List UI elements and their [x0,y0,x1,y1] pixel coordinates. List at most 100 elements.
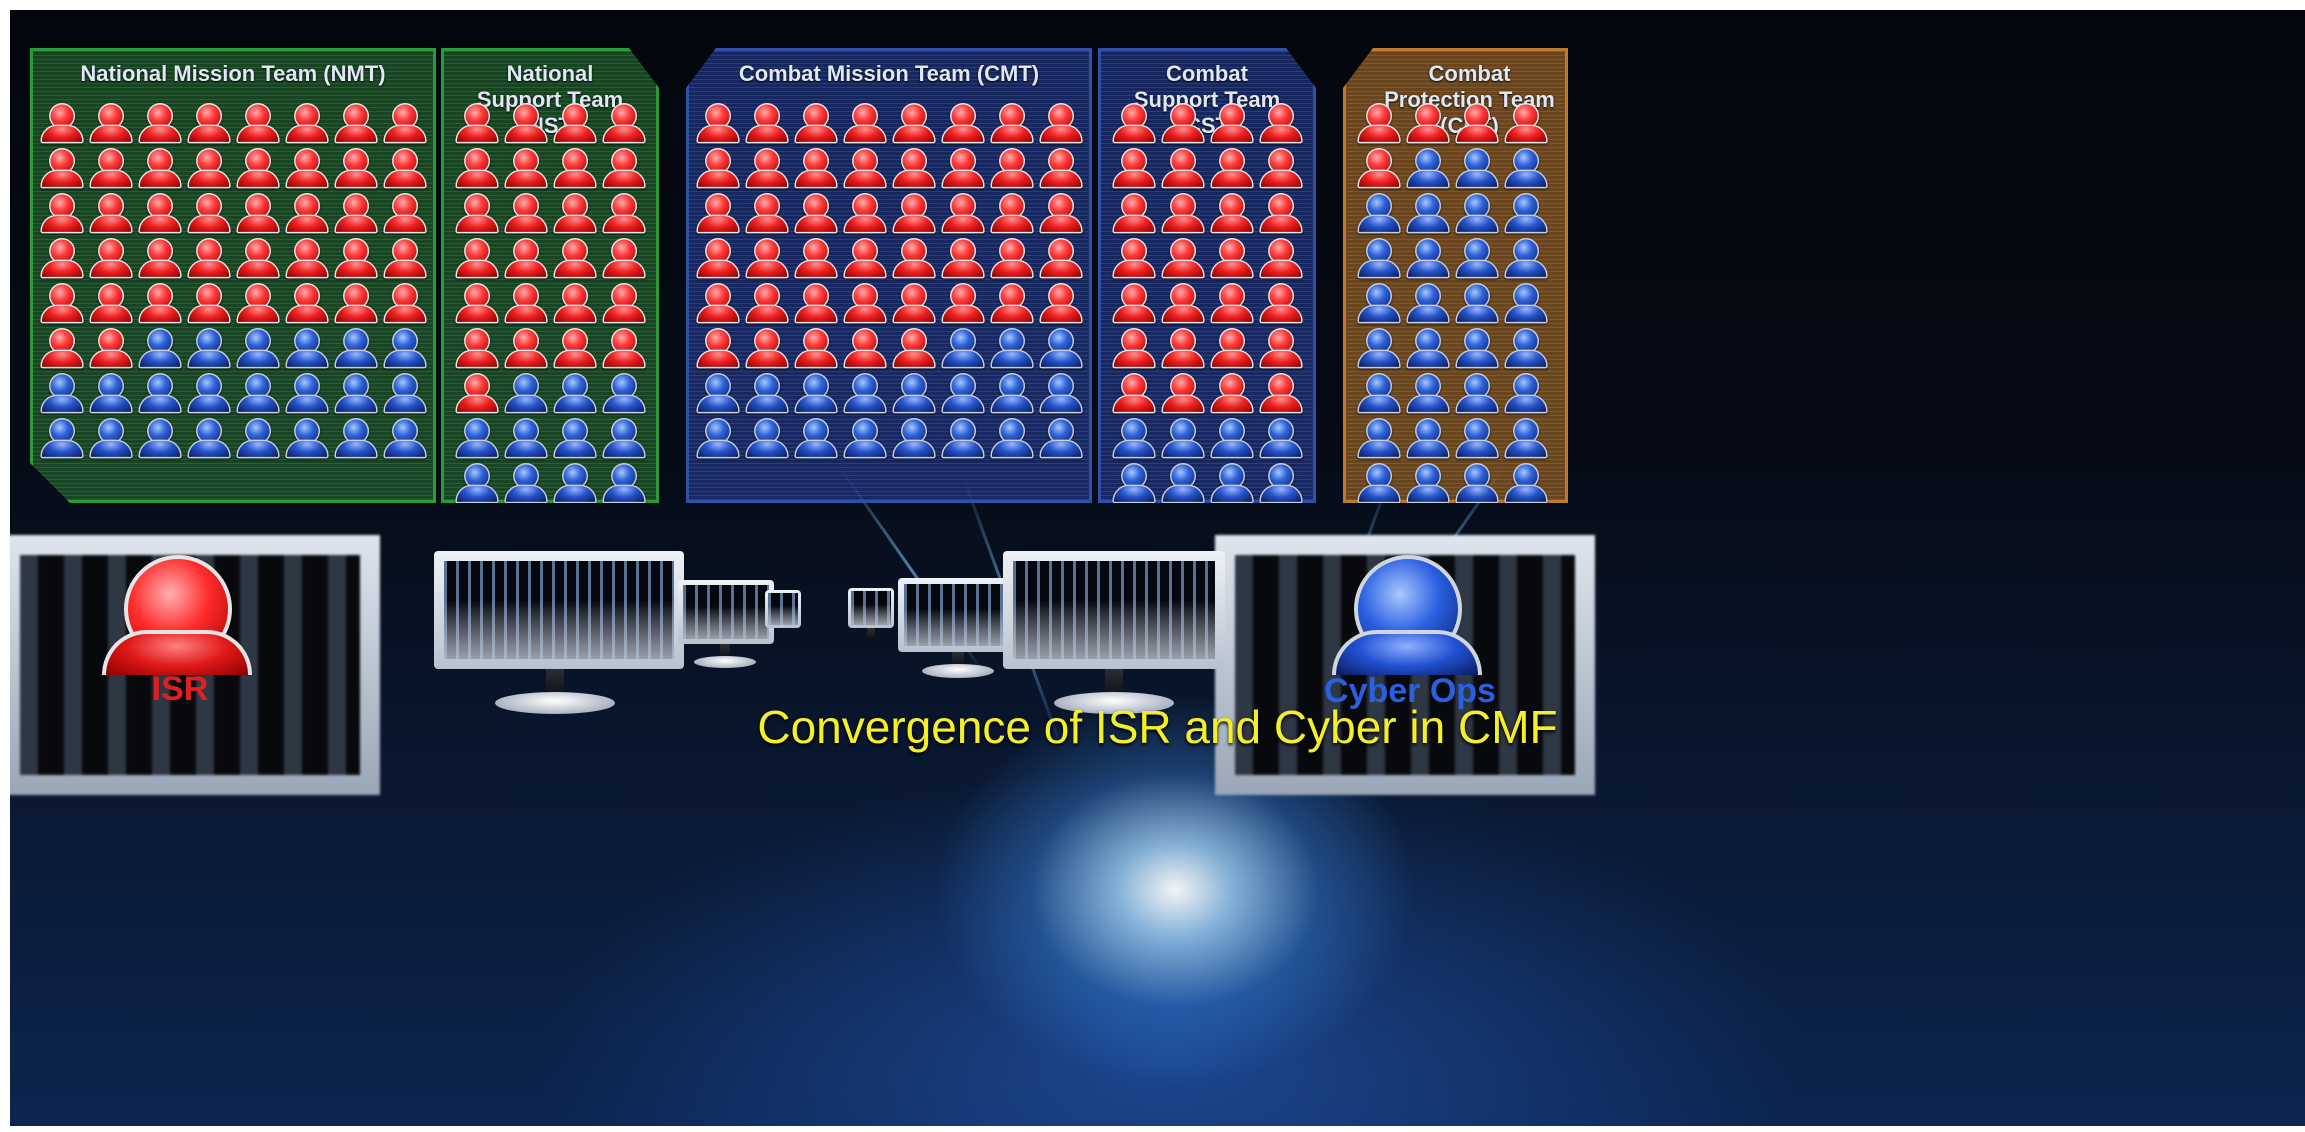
monitor-screen [444,561,674,659]
person-icon-blue [601,418,636,448]
person-body [602,215,645,234]
person-body [1406,439,1450,459]
person-head [1219,508,1245,534]
person-icon-red [454,193,489,223]
person-icon-red [1258,373,1293,403]
person-body [602,440,645,459]
person-body [1112,530,1155,549]
person-icon-blue [235,373,270,403]
person-icon-blue [1503,148,1548,189]
person-body [1039,304,1083,324]
person-body [745,394,789,414]
team-grid-cmt [695,103,1087,459]
person-icon-red [1258,238,1293,268]
person-icon-red [137,283,172,313]
monitor-screen [768,593,798,625]
person-body [89,350,132,369]
person-icon-blue [137,328,172,358]
person-body [455,440,498,459]
person-body [1161,350,1204,369]
person-body [1455,259,1499,279]
person-icon-blue [1209,508,1244,538]
person-icon-red [454,103,489,133]
person-body [1039,439,1083,459]
person-icon-blue [1356,328,1401,369]
person-icon-blue [601,508,636,538]
person-icon-blue [1356,193,1401,234]
person-icon-blue [454,508,489,538]
panel-nmt: National Mission Team (NMT) [30,48,436,503]
person-icon-red [842,103,887,144]
person-body [40,260,83,279]
person-icon-red [842,328,887,369]
person-body [1406,124,1450,144]
person-body [236,305,279,324]
person-body [236,215,279,234]
person-body [138,350,181,369]
person-icon-red [454,328,489,358]
person-icon-blue [503,373,538,403]
person-body [990,259,1034,279]
person-icon-red [1038,148,1083,189]
person-icon-red [39,193,74,223]
person-body [794,214,838,234]
panel-title-nmt: National Mission Team (NMT) [80,61,386,86]
person-body [187,305,230,324]
person-icon-red [1160,193,1195,223]
person-body [504,485,547,504]
person-icon-red [1111,328,1146,358]
person-icon-red [695,148,740,189]
person-body [455,305,498,324]
person-icon-red [1454,103,1499,144]
person-icon-red [891,238,936,279]
person-icon-red [1209,238,1244,268]
person-icon-blue [284,418,319,448]
person-body [89,215,132,234]
person-icon-red [1356,148,1401,189]
person-icon-red [235,238,270,268]
person-icon-red [601,238,636,268]
monitor-left-large [434,551,684,669]
panel-cmt: Combat Mission Team (CMT) [686,48,1092,503]
person-body [1161,215,1204,234]
person-icon-red [891,148,936,189]
person-body [138,215,181,234]
person-icon-red [940,148,985,189]
person-body [334,440,377,459]
person-icon-blue [333,373,368,403]
monitor-screen [851,591,891,625]
person-body [1504,439,1548,459]
person-body [892,214,936,234]
person-body [1259,125,1302,144]
person-icon-red [1356,103,1401,144]
person-body [1210,305,1253,324]
person-icon-red [88,238,123,268]
person-body [843,124,887,144]
person-icon-red [39,238,74,268]
monitor-right-medium [898,578,1018,652]
person-body [138,125,181,144]
person-icon-blue [989,373,1034,414]
isr-label: ISR [151,670,209,708]
monitor-screen [683,585,769,639]
person-icon-red [88,148,123,178]
person-body [187,350,230,369]
person-body [1357,394,1401,414]
person-body [794,439,838,459]
person-icon-blue [235,328,270,358]
person-body [455,530,498,549]
person-icon-red [503,148,538,178]
person-icon-blue [842,373,887,414]
person-body [89,260,132,279]
person-body [941,214,985,234]
person-icon-blue [1258,463,1293,493]
person-body [334,395,377,414]
person-body [1112,170,1155,189]
person-body [941,259,985,279]
person-icon-red [1160,148,1195,178]
person-head [513,508,539,534]
person-icon-red [235,148,270,178]
person-icon-red [842,238,887,279]
person-body [504,305,547,324]
person-body [285,305,328,324]
